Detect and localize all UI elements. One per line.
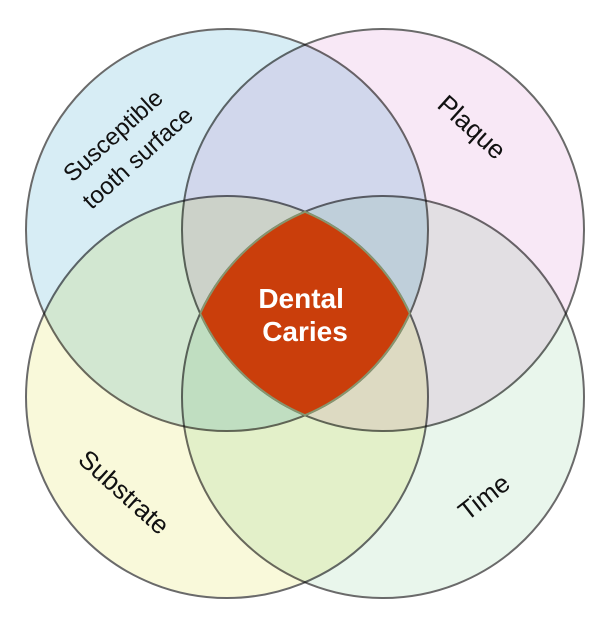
- center-label-line1: Dental: [258, 283, 344, 314]
- center-label-line2: Caries: [262, 316, 348, 347]
- center-intersection-shape: [199, 210, 411, 417]
- center-label: Dental Caries: [258, 283, 351, 347]
